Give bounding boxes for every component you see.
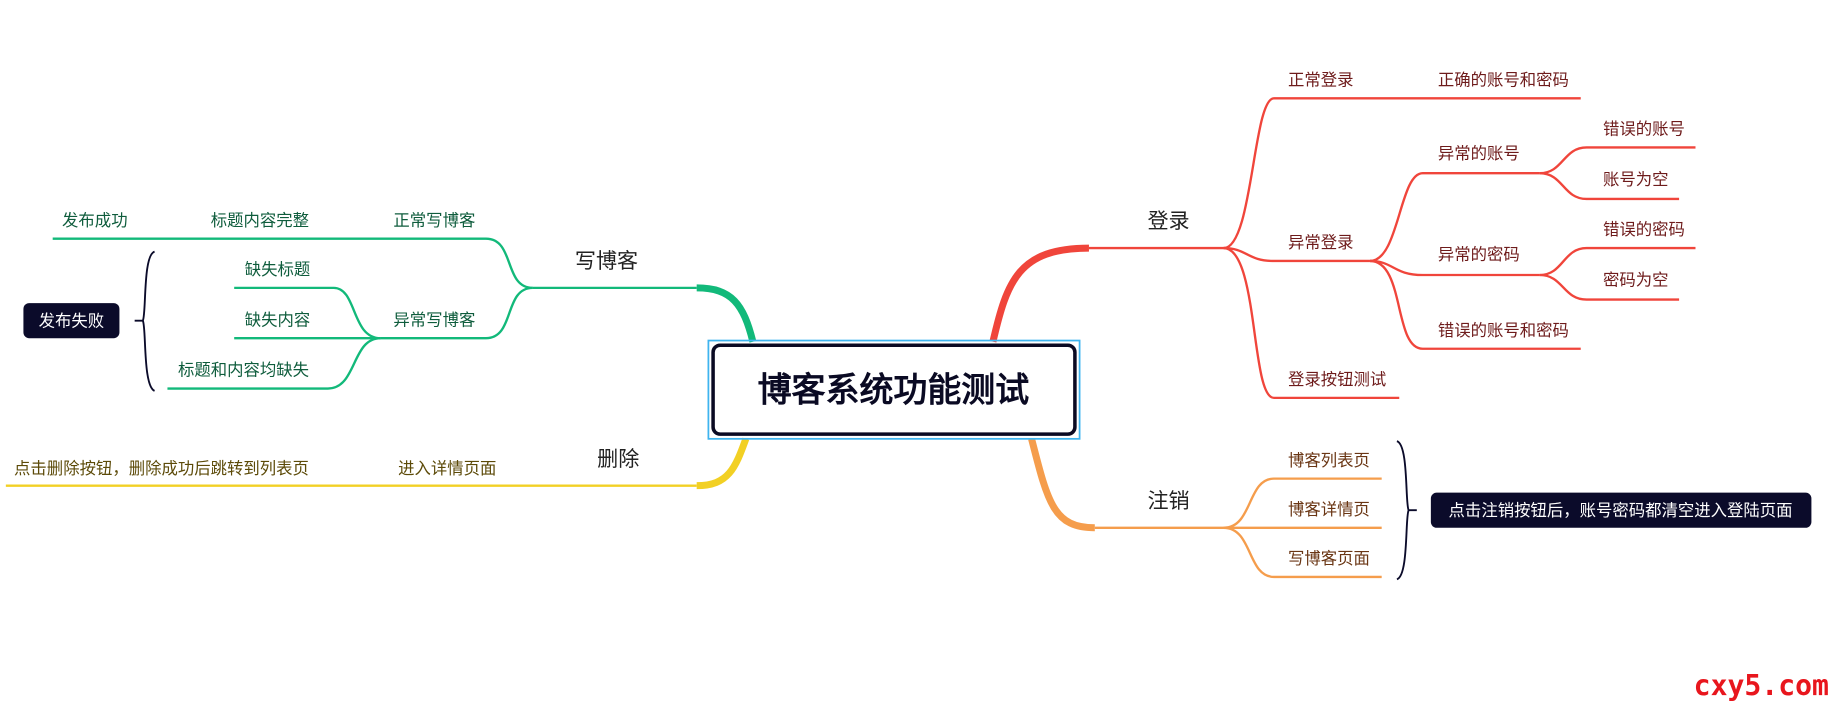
branch-write (52, 237, 757, 390)
line-button-test (1223, 246, 1400, 400)
connector-login (989, 244, 1089, 343)
line-wrong-password (1539, 246, 1696, 277)
central-title: 博客系统功能测试 (758, 370, 1030, 410)
node-empty-password[interactable]: 密码为空 (1603, 271, 1669, 290)
connector-logout (1028, 437, 1095, 532)
line-write-page (1223, 526, 1382, 579)
publish-fail-box (23, 303, 120, 339)
node-write-page[interactable]: 写博客页面 (1288, 549, 1370, 568)
line-missing-both (167, 337, 381, 390)
node-button-test[interactable]: 登录按钮测试 (1288, 370, 1386, 389)
central-selection-frame (707, 339, 1081, 440)
node-abnormal-write[interactable]: 异常写博客 (393, 310, 475, 329)
node-missing-title[interactable]: 缺失标题 (245, 260, 311, 279)
node-delete-result[interactable]: 点击删除按钮，删除成功后跳转到列表页 (14, 459, 309, 478)
logout-note[interactable]: 点击注销按钮后，账号密码都清空进入登陆页面 (1449, 501, 1793, 520)
connector-write (696, 284, 757, 343)
node-title-content-complete[interactable]: 标题内容完整 (211, 211, 309, 230)
line-normal-write (52, 237, 533, 290)
node-enter-detail[interactable]: 进入详情页面 (398, 459, 496, 478)
node-logout[interactable]: 注销 (1148, 488, 1190, 513)
node-bad-password[interactable]: 异常的密码 (1438, 245, 1520, 264)
line-abnormal-login (1223, 246, 1370, 263)
node-login[interactable]: 登录 (1148, 208, 1190, 233)
line-empty-password (1539, 273, 1680, 301)
node-empty-account[interactable]: 账号为空 (1603, 170, 1669, 189)
branch-logout (1028, 437, 1382, 579)
branch-login (989, 97, 1696, 400)
publish-fail-note[interactable]: 发布失败 (39, 312, 105, 331)
line-both-wrong (1369, 259, 1581, 350)
line-wrong-account (1539, 146, 1696, 175)
node-missing-content[interactable]: 缺失内容 (245, 310, 311, 329)
node-normal-write[interactable]: 正常写博客 (393, 211, 475, 230)
central-node[interactable] (711, 343, 1077, 436)
connector-delete (696, 437, 750, 490)
node-abnormal-login[interactable]: 异常登录 (1288, 233, 1354, 252)
line-empty-account (1539, 172, 1680, 201)
line-abnormal-write (380, 286, 533, 340)
brace-logout (1396, 440, 1417, 581)
node-missing-both[interactable]: 标题和内容均缺失 (178, 361, 309, 380)
branch-delete (5, 437, 750, 490)
node-both-wrong[interactable]: 错误的账号和密码 (1438, 321, 1569, 340)
node-correct-credentials[interactable]: 正确的账号和密码 (1438, 70, 1569, 89)
line-missing-title (234, 286, 381, 340)
node-wrong-account[interactable]: 错误的账号 (1603, 120, 1685, 139)
node-publish-success[interactable]: 发布成功 (62, 211, 128, 230)
watermark: cxy5.com (1694, 669, 1829, 702)
node-write[interactable]: 写博客 (575, 248, 638, 273)
node-blog-list[interactable]: 博客列表页 (1288, 451, 1370, 470)
logout-note-box (1430, 492, 1812, 528)
line-normal-login (1223, 97, 1581, 250)
node-bad-account[interactable]: 异常的账号 (1438, 144, 1520, 163)
node-blog-detail[interactable]: 博客详情页 (1288, 500, 1370, 519)
brace-write (134, 250, 156, 392)
node-delete[interactable]: 删除 (597, 446, 639, 471)
node-wrong-password[interactable]: 错误的密码 (1603, 220, 1685, 239)
node-normal-login[interactable]: 正常登录 (1288, 70, 1354, 89)
line-blog-list (1223, 477, 1382, 529)
line-bad-account (1369, 172, 1540, 263)
